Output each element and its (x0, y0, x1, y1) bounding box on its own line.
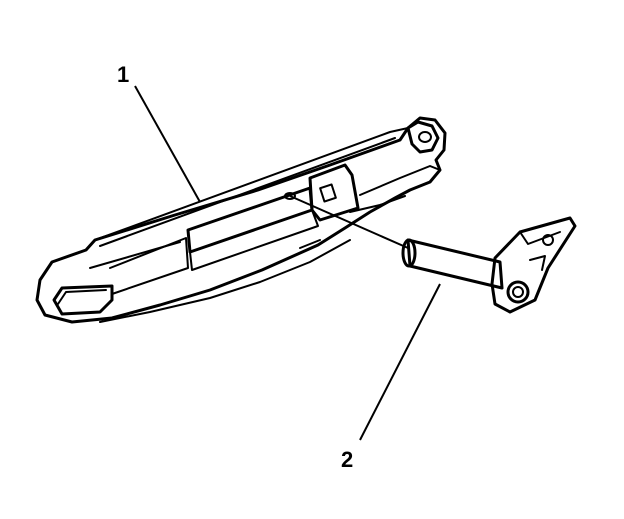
leader-line-1 (134, 85, 201, 203)
seat-track-assembly (35, 116, 447, 324)
callout-label-1: 1 (117, 62, 130, 87)
callout-label-2: 2 (341, 447, 354, 472)
leader-line-2 (359, 283, 441, 441)
pin-with-bracket (289, 195, 577, 314)
